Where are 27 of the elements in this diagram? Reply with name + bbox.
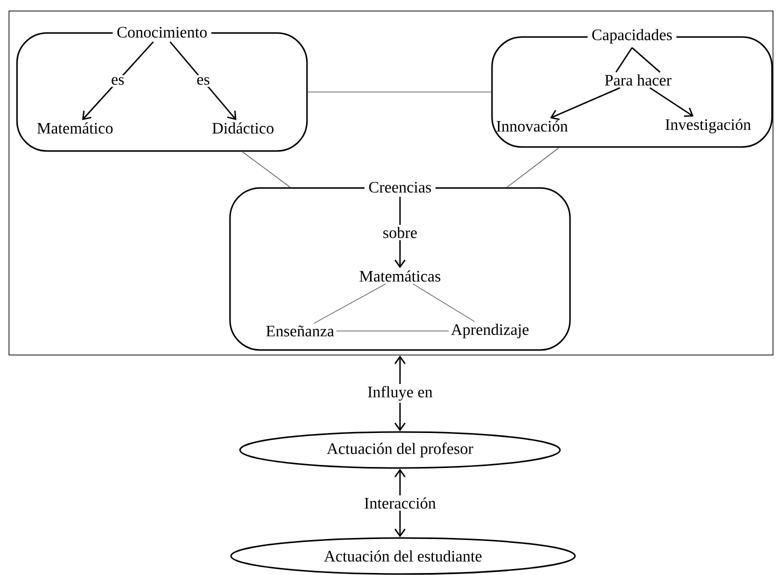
concept-text: Didáctico	[212, 122, 274, 134]
oval-node: Actuación del profesor	[239, 431, 561, 469]
concept-text: Matemático	[37, 122, 113, 134]
concept-text: Aprendizaje	[451, 324, 529, 338]
connector-line	[336, 330, 450, 332]
concept-text: Enseñanza	[266, 326, 334, 336]
connector-line	[314, 283, 386, 324]
connector-line	[632, 47, 660, 73]
oval-node: Actuación del estudiante	[230, 537, 576, 575]
edge-label: Interacción	[362, 495, 438, 511]
connector-line	[412, 283, 475, 322]
connector-line	[170, 41, 236, 120]
edge-label: es	[194, 75, 212, 87]
concept-text: Investigación	[665, 118, 751, 134]
edge-label: es	[109, 75, 126, 87]
concept-text: Para hacer	[604, 74, 672, 86]
connector-line	[242, 151, 291, 188]
concept-text: Matemáticas	[360, 270, 440, 282]
connector-line	[650, 87, 694, 117]
connector-line	[550, 87, 620, 120]
connector-line	[82, 41, 154, 120]
edge-label: sobre	[380, 224, 420, 240]
concept-text: Innovación	[496, 120, 568, 132]
diagram-frame	[8, 10, 774, 356]
connector-line	[615, 47, 633, 73]
edge-label: Influye en	[365, 384, 435, 403]
connector-line	[506, 147, 560, 188]
